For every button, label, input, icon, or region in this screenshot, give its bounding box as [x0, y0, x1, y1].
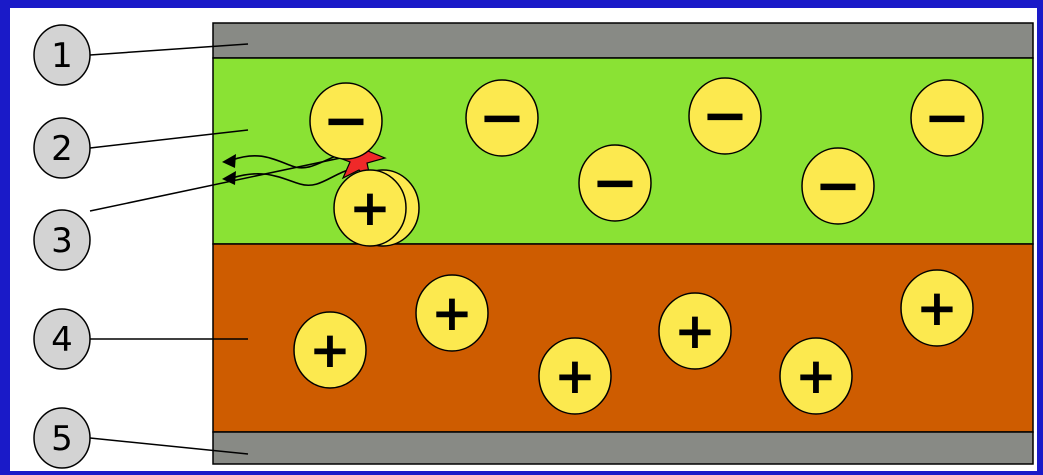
charge-circle	[293, 311, 367, 389]
minus-sign: −	[702, 84, 749, 149]
hole-charge: +	[333, 169, 407, 247]
callout-2: 2	[33, 117, 91, 179]
charge-circle	[801, 147, 875, 225]
charge-circle	[578, 144, 652, 222]
plus-sign: +	[916, 279, 958, 337]
radiation-wave-upper	[231, 152, 346, 169]
charge-carriers: −−−−−−++++++++	[293, 77, 984, 415]
hole-charge: +	[658, 292, 732, 370]
callout-1: 1	[33, 24, 91, 86]
callout-number: 5	[51, 419, 73, 459]
callout-number: 1	[51, 36, 73, 76]
electron-charge: −	[578, 144, 652, 222]
leader-line-3	[89, 155, 351, 212]
electron-charge: −	[309, 82, 383, 160]
electron-charge: −	[465, 79, 539, 157]
charge-circle	[465, 79, 539, 157]
minus-sign: −	[479, 86, 526, 151]
charge-circle	[910, 79, 984, 157]
minus-sign: −	[323, 89, 370, 154]
plus-sign: +	[795, 347, 837, 405]
callout-circle	[33, 117, 91, 179]
charge-circle	[538, 337, 612, 415]
charge-circle	[309, 82, 383, 160]
anode-layer	[212, 431, 1034, 465]
callout-number: 2	[51, 129, 73, 169]
charge-circle	[688, 77, 762, 155]
callout-labels: 1 2 3 4 5	[33, 24, 91, 469]
charge-circle	[415, 274, 489, 352]
leader-line-1	[89, 43, 249, 56]
radiation-arrowhead-lower	[222, 171, 236, 185]
charge-circle	[333, 169, 407, 247]
charge-circle	[658, 292, 732, 370]
hole-charge: +	[538, 337, 612, 415]
callout-circle	[33, 24, 91, 86]
callout-leader-lines	[89, 43, 351, 455]
plus-sign: +	[309, 321, 351, 379]
minus-sign: −	[592, 151, 639, 216]
radiation-arrowhead-upper	[222, 154, 236, 168]
callout-3: 3	[33, 209, 91, 271]
callout-circle	[33, 308, 91, 370]
callout-number: 4	[51, 320, 73, 360]
callout-4: 4	[33, 308, 91, 370]
callout-5: 5	[33, 407, 91, 469]
charge-circle	[900, 269, 974, 347]
plus-sign: +	[554, 347, 596, 405]
hole-charge: +	[415, 274, 489, 352]
plus-sign: +	[431, 284, 473, 342]
radiation-wave-lower	[231, 167, 356, 186]
cathode-layer	[212, 22, 1034, 59]
callout-circle	[33, 407, 91, 469]
leader-line-2	[89, 129, 249, 149]
charge-circle	[779, 337, 853, 415]
electron-charge: −	[688, 77, 762, 155]
hole-charge: +	[293, 311, 367, 389]
electron-charge: −	[910, 79, 984, 157]
hole-charge: +	[779, 337, 853, 415]
callout-number: 3	[51, 221, 73, 261]
plus-sign: +	[674, 302, 716, 360]
plus-sign: +	[349, 179, 391, 237]
callout-circle	[33, 209, 91, 271]
hole-charge: +	[900, 269, 974, 347]
leader-line-5	[89, 437, 249, 455]
electron-charge: −	[801, 147, 875, 225]
minus-sign: −	[924, 86, 971, 151]
minus-sign: −	[815, 154, 862, 219]
